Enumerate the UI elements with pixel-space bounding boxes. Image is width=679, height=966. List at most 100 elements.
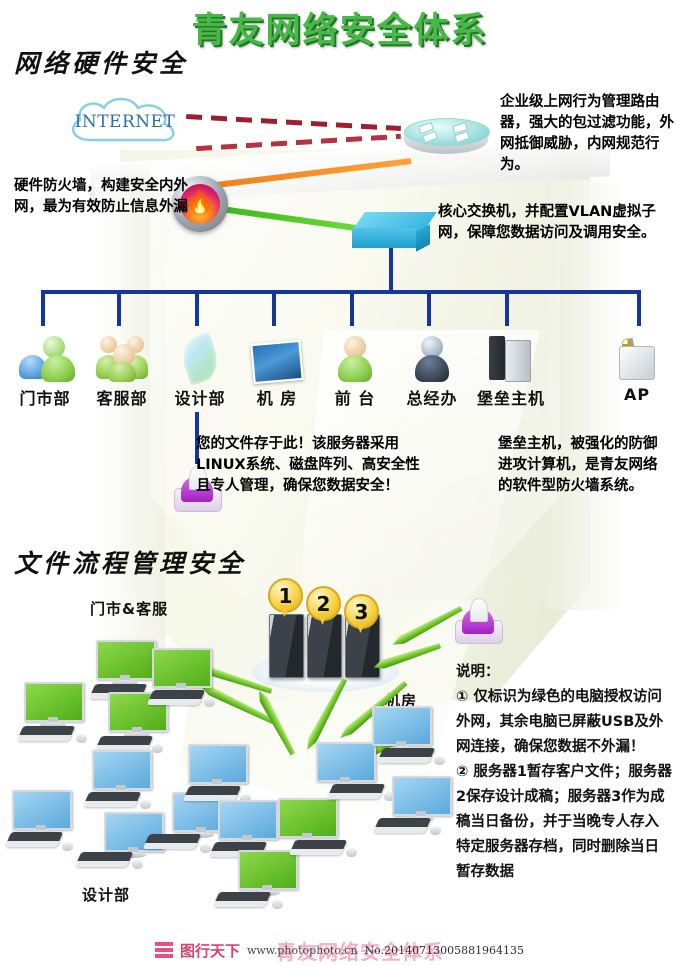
keyboard [288, 840, 348, 855]
firewall-icon: 🔥 [172, 176, 228, 232]
node-label: 总经办 [406, 389, 458, 408]
node-label: 机 房 [256, 389, 298, 408]
node-jifang[interactable]: 机 房 [240, 326, 314, 409]
node-label: AP [623, 385, 651, 404]
node-baoleizhuji[interactable]: 堡垒主机 [470, 326, 552, 409]
notes-block: 说明： ① 仅标识为绿色的电脑授权访问外网，其余电脑已屏蔽USB及外网连接，确保… [456, 660, 672, 885]
workstation-monitor [24, 682, 84, 728]
desktop-tower-icon [470, 326, 552, 382]
node-label: 设计部 [174, 389, 226, 408]
server-badge-3: 3 [344, 594, 379, 633]
mouse [62, 842, 73, 851]
mouse [152, 744, 163, 753]
section-title-hardware: 网络硬件安全 [14, 49, 189, 78]
notes-item-2: ② 服务器1暂存客户文件；服务器2保存设计成稿；服务器3作为成稿当日备份，并于当… [456, 764, 672, 880]
mouse [346, 848, 357, 857]
node-kefubu[interactable]: 客服部 [85, 326, 159, 409]
bus-drop-4 [272, 290, 276, 326]
page-title: 青友网络安全体系 [191, 10, 488, 51]
mouse [200, 844, 211, 853]
storage-server-icon [174, 466, 222, 512]
wireless-ap-icon: ◕ [600, 326, 674, 382]
bus-horizontal [41, 290, 641, 294]
user-female-icon [318, 326, 392, 382]
mouse [140, 800, 151, 809]
mouse [240, 794, 251, 803]
workstation-monitor [188, 744, 248, 790]
node-qiantai[interactable]: 前 台 [318, 326, 392, 409]
node-label: 堡垒主机 [476, 389, 545, 408]
user-group-icon [85, 326, 159, 382]
notes-heading: 说明： [456, 664, 500, 680]
mouse [204, 698, 215, 707]
node-zongjingban[interactable]: 总经办 [395, 326, 469, 409]
callout-firewall: 硬件防火墙，构建安全内外网，最为有效防止信息外漏 [14, 178, 188, 215]
workstation-monitor [392, 776, 452, 822]
internet-cloud-icon [71, 97, 175, 142]
workstation-monitor [152, 648, 212, 694]
node-label: 前 台 [334, 389, 376, 408]
keyboard [376, 748, 436, 763]
server-2 [307, 614, 342, 678]
group-label-bottom: 设计部 [82, 886, 131, 904]
bus-drop-2 [117, 290, 121, 326]
keyboard [94, 736, 154, 751]
bus-drop-7 [505, 290, 509, 326]
section-title-fileflow: 文件流程管理安全 [14, 549, 247, 578]
keyboard [4, 832, 64, 847]
callout-router: 企业级上网行为管理路由器，强大的包过滤功能，外网抵御威胁，内网规范行为。 [500, 94, 674, 173]
archive-storage-icon [455, 598, 503, 644]
watermark-site-name: 图行天下 [179, 941, 240, 960]
workstation-monitor [218, 800, 278, 846]
bus-drop-3 [195, 290, 199, 326]
user-suit-icon [395, 326, 469, 382]
workstation-monitor [372, 706, 432, 752]
keyboard [142, 834, 202, 849]
node-label: 客服部 [96, 389, 148, 408]
keyboard [82, 792, 142, 807]
feather-icon [163, 326, 237, 387]
group-label-top: 门市&客服 [90, 600, 169, 618]
watermark-ghost-text: 青友网络安全体系 [276, 940, 444, 964]
node-shejibu[interactable]: 设计部 [163, 326, 237, 409]
workstation-monitor-authorized [278, 798, 338, 844]
node-label: 门市部 [19, 389, 71, 408]
workstation-monitor [96, 640, 156, 686]
node-ap[interactable]: ◕ AP [600, 326, 674, 404]
server-cluster: 1 2 3 [251, 578, 399, 692]
bus-drop-storage [195, 412, 199, 464]
link-internet-router-1 [186, 114, 401, 131]
callout-storage: 您的文件存于此！该服务器采用LINUX系统、磁盘阵列、高安全性且专人管理，确保您… [196, 436, 420, 494]
watermark-logo-icon [154, 942, 173, 958]
callout-switch: 核心交换机，并配置VLAN虚拟子网，保障您数据访问及调用安全。 [438, 204, 656, 241]
keyboard [182, 786, 242, 801]
server-badge-1: 1 [268, 578, 303, 617]
keyboard [16, 726, 76, 741]
server-badge-2: 2 [306, 586, 341, 625]
user-pair-icon [8, 326, 82, 382]
core-switch-icon [351, 212, 437, 252]
keyboard [212, 892, 272, 907]
router-icon [404, 118, 490, 162]
bus-drop-switch [389, 248, 393, 292]
bus-drop-1 [41, 290, 45, 326]
mouse [384, 792, 395, 801]
mouse [434, 756, 445, 765]
mouse [272, 900, 283, 909]
watermark: 图行天下 www.photophoto.cn No.20140713005881… [0, 938, 679, 962]
workstation-monitor [92, 750, 152, 796]
callout-bastion: 堡垒主机，被强化的防御进攻计算机，是青友网络的软件型防火墙系统。 [498, 436, 658, 494]
keyboard [326, 784, 386, 799]
mouse [430, 826, 441, 835]
workstation-monitor [104, 812, 164, 858]
watermark-number: No.20140713005881964135 [364, 943, 525, 957]
node-menshibu[interactable]: 门市部 [8, 326, 82, 409]
workstation-monitor-authorized [238, 850, 298, 896]
workstation-monitor [316, 742, 376, 788]
internet-label: INTERNET [74, 112, 176, 132]
bus-drop-5 [350, 290, 354, 326]
photo-frame-icon [240, 326, 314, 385]
keyboard [372, 818, 432, 833]
watermark-url: www.photophoto.cn [246, 943, 358, 957]
